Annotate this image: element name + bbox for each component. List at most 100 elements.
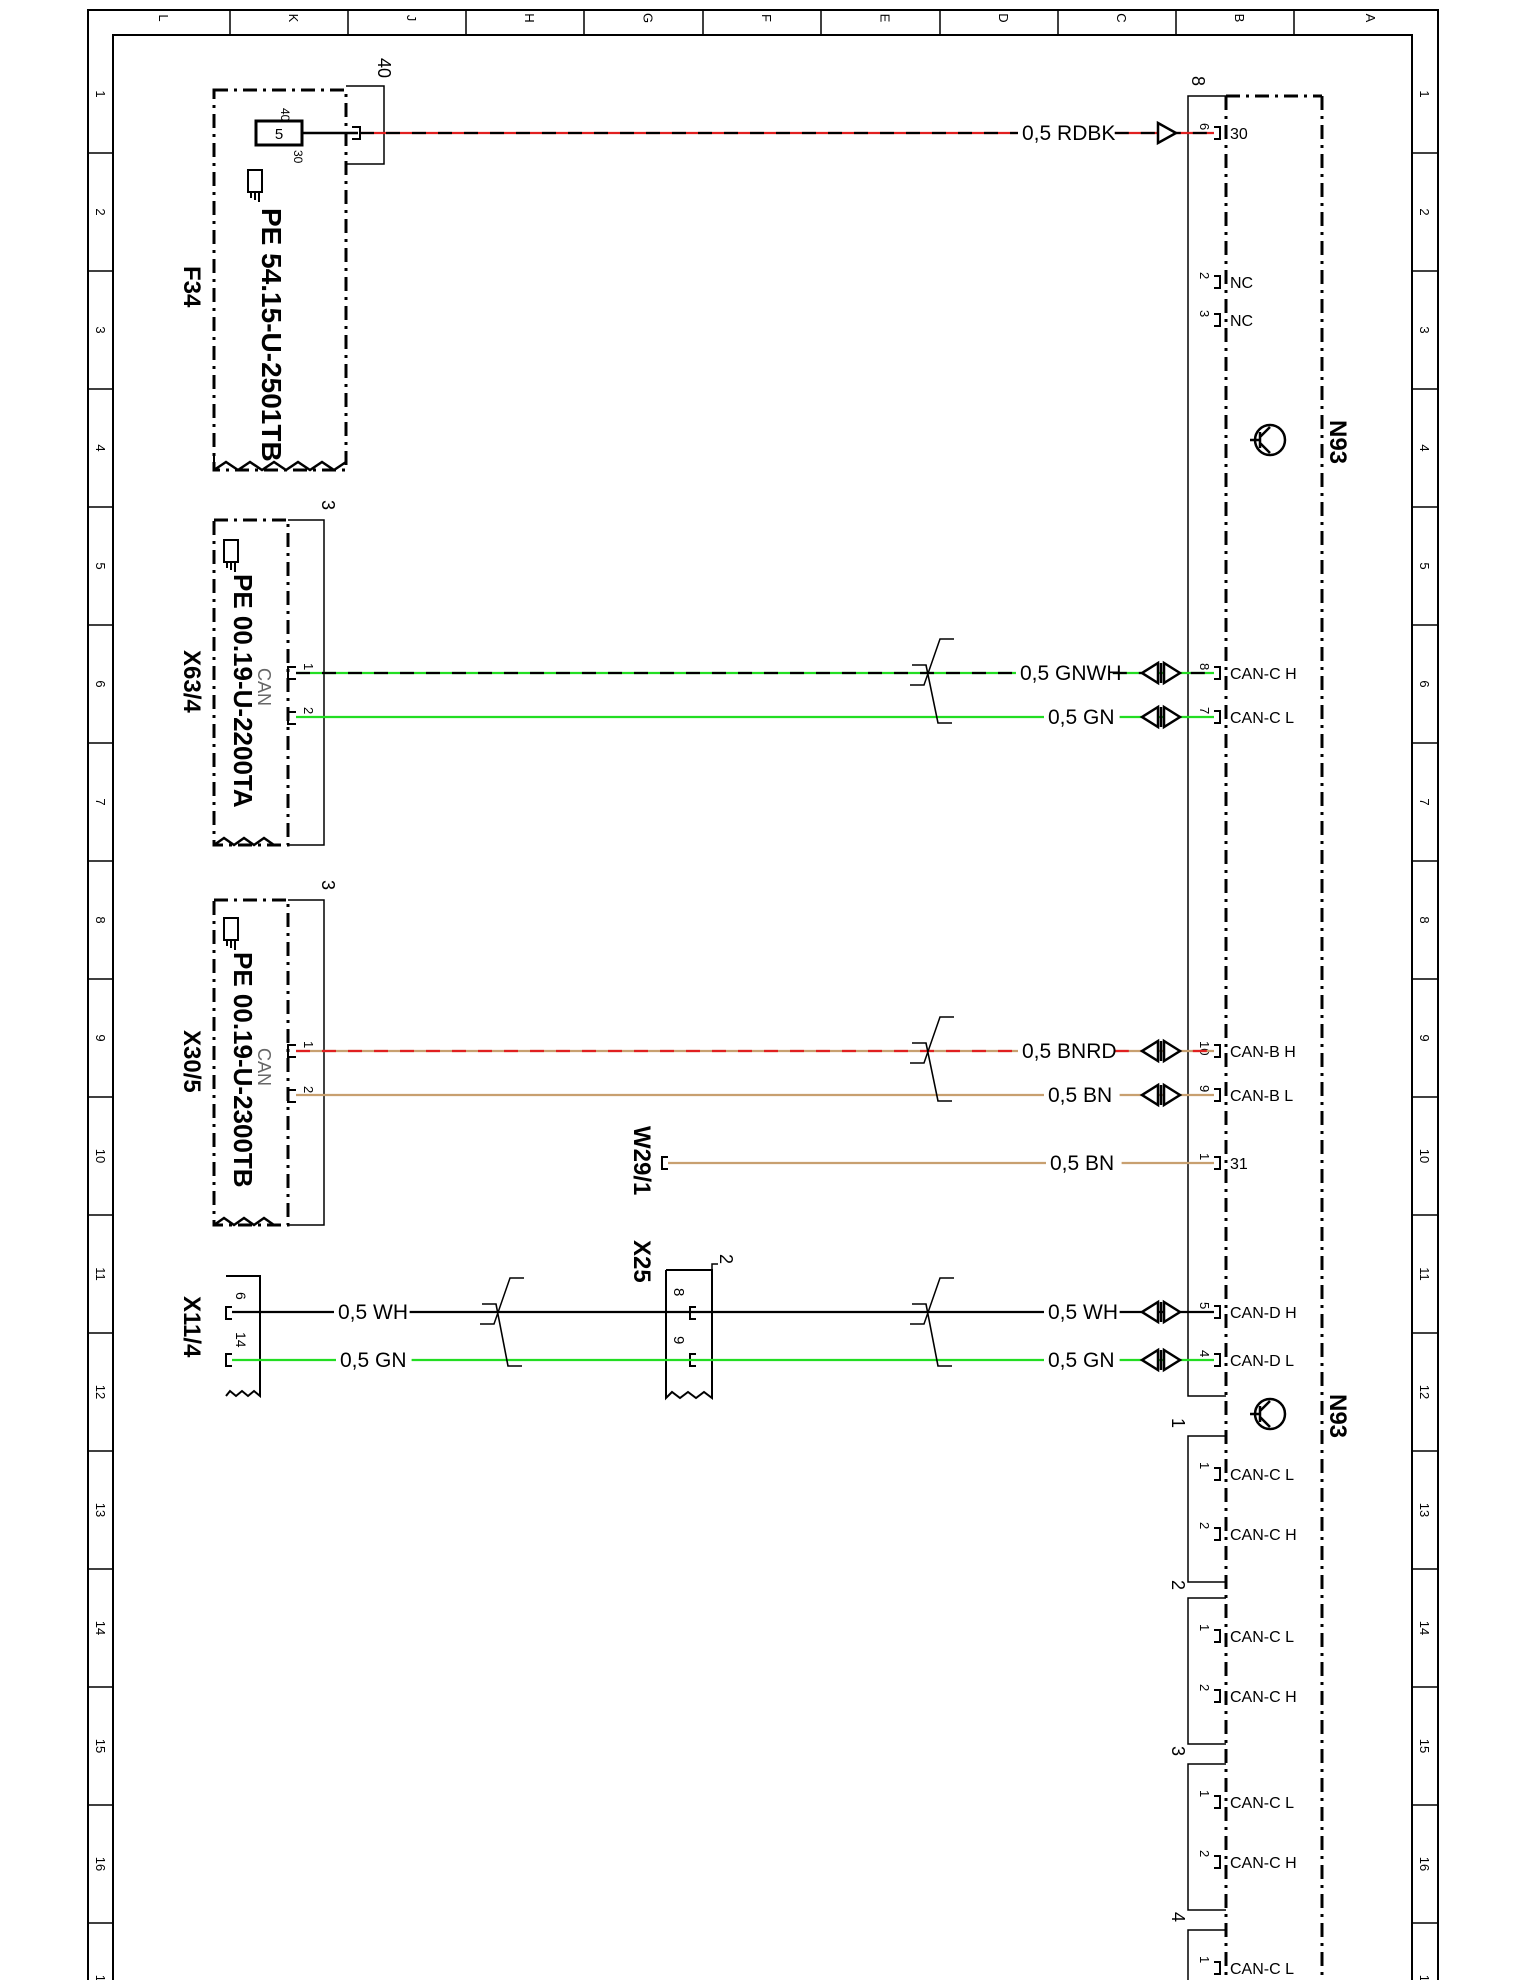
row-label: 11 <box>93 1267 108 1281</box>
row-label: 16 <box>93 1857 108 1871</box>
n93-pin-name: NC <box>1230 313 1253 330</box>
row-label: 11 <box>1417 1267 1432 1281</box>
n93-pin-number: 5 <box>1197 1302 1212 1309</box>
n93-sub-pin-number: 2 <box>1197 1684 1212 1691</box>
row-label: 15 <box>1417 1739 1432 1753</box>
wire-label: 0,5 BNRD <box>1022 1040 1117 1063</box>
row-label: 10 <box>1417 1149 1432 1163</box>
n93-sub-pin-name: CAN-C L <box>1230 1629 1294 1646</box>
row-label: 2 <box>93 208 108 215</box>
twisted-pair-marker <box>482 1303 522 1367</box>
n93-sub-connector-number: 1 <box>1168 1418 1188 1428</box>
x25-pin-a: 8 <box>670 1288 687 1296</box>
n93-pin-name: CAN-C H <box>1230 666 1297 683</box>
row-label: 5 <box>1417 562 1432 569</box>
x11-4-connector[interactable]: X11/4 6 14 <box>178 1275 261 1399</box>
row-label: 14 <box>93 1621 108 1635</box>
wire-w-gn-right[interactable]: 0,5 GN <box>696 1347 1214 1373</box>
wire-w-wh-left[interactable]: 0,5 WH <box>232 1277 696 1325</box>
x25-pin-b: 9 <box>670 1336 687 1344</box>
row-label: 3 <box>93 326 108 333</box>
row-grid-right: 1234567891011121314151617 <box>1412 90 1438 1980</box>
column-label: B <box>1232 14 1247 23</box>
wire-w-gn-c[interactable]: 0,5 GN <box>296 704 1214 730</box>
row-label: 17 <box>93 1975 108 1980</box>
transistor-icon <box>1250 1397 1287 1431</box>
column-label: C <box>1114 13 1129 22</box>
wire-w-rdbk[interactable]: 0,5 RDBK <box>360 120 1214 146</box>
x63-4-label: X63/4 <box>178 650 205 713</box>
f34-label: F34 <box>178 266 205 308</box>
n93-label-bottom: N93 <box>1324 1394 1351 1438</box>
f34-sheet-ref: 40 <box>374 58 394 78</box>
wire-w-bn-31[interactable]: 0,5 BN <box>668 1152 1214 1175</box>
f34-fuse-number: 5 <box>275 126 283 143</box>
row-label: 5 <box>93 562 108 569</box>
n93-sub-pin-name: CAN-C H <box>1230 1855 1297 1872</box>
column-label: F <box>759 14 774 22</box>
wire-w-bn-b[interactable]: 0,5 BN <box>296 1082 1214 1108</box>
wire-w-bnrd[interactable]: 0,5 BNRD <box>296 1016 1214 1064</box>
wire-label: 0,5 BN <box>1048 1084 1112 1107</box>
wire-label: 0,5 GNWH <box>1020 662 1122 685</box>
row-label: 9 <box>1417 1034 1432 1041</box>
x25-sheet-ref: 2 <box>716 1254 736 1264</box>
wire-label: 0,5 GN <box>340 1349 407 1372</box>
n93-sub-pin-name: CAN-C L <box>1230 1961 1294 1978</box>
x63-4-pin2: 2 <box>301 707 316 714</box>
n93-pin-name: NC <box>1230 275 1253 292</box>
n93-sub-connector-number: 3 <box>1168 1746 1188 1756</box>
row-label: 12 <box>93 1385 108 1399</box>
x11-4-pin-b: 14 <box>233 1332 249 1348</box>
row-label: 3 <box>1417 326 1432 333</box>
x30-5-doc-ref: PE 00.19-U-2300TB <box>228 952 258 1188</box>
x63-4-connector[interactable]: 3 PE 00.19-U-2200TA CAN X63/4 1 2 <box>178 500 338 847</box>
n93-label-top: N93 <box>1324 420 1351 464</box>
pointing-hand-icon <box>247 169 263 202</box>
x30-5-pin1: 1 <box>301 1041 316 1048</box>
row-label: 8 <box>93 916 108 923</box>
n93-sub-pin-number: 1 <box>1197 1790 1212 1797</box>
x30-5-sheet-ref: 3 <box>318 880 338 890</box>
x30-5-connector[interactable]: 3 PE 00.19-U-2300TB CAN X30/5 1 2 <box>178 880 338 1227</box>
n93-sub-connector-number: 4 <box>1168 1912 1188 1922</box>
row-label: 13 <box>93 1503 108 1517</box>
n93-pin-number: 4 <box>1197 1350 1212 1357</box>
wire-w-gnwh[interactable]: 0,5 GNWH <box>296 638 1214 686</box>
n93-pin-number: 6 <box>1197 123 1212 130</box>
x63-4-pin1: 1 <box>301 663 316 670</box>
n93-pin-name: 31 <box>1230 1156 1248 1173</box>
w29-1-ground[interactable]: W29/1 <box>628 1126 668 1195</box>
column-label: D <box>996 13 1011 22</box>
x25-connector[interactable]: 2 X25 8 9 <box>628 1240 736 1401</box>
x63-4-doc-ref: PE 00.19-U-2200TA <box>228 574 258 808</box>
row-label: 15 <box>93 1739 108 1753</box>
row-label: 7 <box>1417 798 1432 805</box>
wire-label: 0,5 RDBK <box>1022 122 1115 145</box>
x30-5-label: X30/5 <box>178 1030 205 1093</box>
wire-w-wh-right[interactable]: 0,5 WH <box>696 1277 1214 1325</box>
n93-sub-pin-name: CAN-C L <box>1230 1795 1294 1812</box>
wire-w-gn-left[interactable]: 0,5 GN <box>232 1349 696 1372</box>
wire-label: 0,5 BN <box>1050 1152 1114 1175</box>
n93-sub-pin-number: 2 <box>1197 1522 1212 1529</box>
x63-4-sheet-ref: 3 <box>318 500 338 510</box>
n93-pin-number: 10 <box>1197 1041 1212 1055</box>
f34-fuse-box[interactable]: 5 40 30 40 PE 54.15-U-2501TB F34 <box>178 58 394 472</box>
